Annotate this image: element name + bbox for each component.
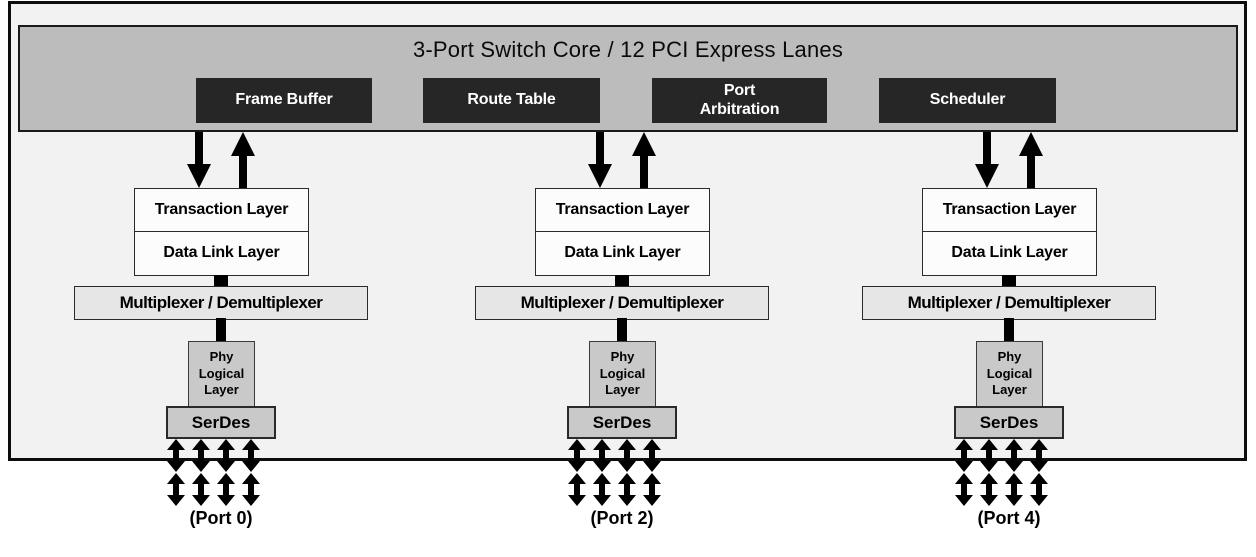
connector-stub (216, 318, 226, 343)
serdes-box: SerDes (166, 406, 276, 439)
layer-box: Transaction Layer Data Link Layer (134, 188, 309, 276)
lane-double-arrow-icon (217, 439, 235, 507)
lane-double-arrow-icon (955, 439, 973, 507)
up-arrow-icon (1019, 132, 1043, 188)
lane-double-arrow-icon (568, 439, 586, 507)
connector-stub (1002, 275, 1016, 288)
connector-stub (615, 275, 629, 288)
phy-logical-layer-box: Phy Logical Layer (589, 341, 656, 407)
phy-logical-layer-box: Phy Logical Layer (188, 341, 255, 407)
transaction-layer: Transaction Layer (923, 189, 1096, 232)
lane-double-arrow-icon (192, 439, 210, 507)
port-stack-0: Transaction Layer Data Link Layer Multip… (61, 132, 381, 557)
data-link-layer: Data Link Layer (564, 243, 681, 261)
core-block-label: Frame Buffer (235, 91, 333, 109)
connector-stub (214, 275, 228, 288)
lane-double-arrow-icon (1030, 439, 1048, 507)
layer-box: Transaction Layer Data Link Layer (922, 188, 1097, 276)
connector-stub (1004, 318, 1014, 343)
multiplexer-box: Multiplexer / Demultiplexer (475, 286, 769, 320)
port-stack-2: Transaction Layer Data Link Layer Multip… (849, 132, 1169, 557)
core-block-route-table: Route Table (423, 78, 600, 123)
lane-double-arrow-icon (643, 439, 661, 507)
lane-double-arrow-icon (618, 439, 636, 507)
phy-label: Phy Logical Layer (599, 348, 646, 398)
lane-double-arrow-icon (167, 439, 185, 507)
phy-logical-layer-box: Phy Logical Layer (976, 341, 1043, 407)
phy-label: Phy Logical Layer (198, 348, 245, 398)
transaction-layer: Transaction Layer (536, 189, 709, 232)
connector-stub (617, 318, 627, 343)
down-arrow-icon (588, 132, 612, 188)
down-arrow-icon (187, 132, 211, 188)
lane-double-arrow-icon (1005, 439, 1023, 507)
serdes-box: SerDes (567, 406, 677, 439)
serdes-box: SerDes (954, 406, 1064, 439)
switch-core-title: 3-Port Switch Core / 12 PCI Express Lane… (412, 37, 844, 62)
port-stack-1: Transaction Layer Data Link Layer Multip… (462, 132, 782, 557)
port-label: (Port 2) (590, 508, 654, 528)
lane-double-arrow-icon (242, 439, 260, 507)
up-arrow-icon (632, 132, 656, 188)
core-block-label: Scheduler (929, 91, 1006, 109)
down-arrow-icon (975, 132, 999, 188)
data-link-layer: Data Link Layer (951, 243, 1068, 261)
core-block-frame-buffer: Frame Buffer (196, 78, 372, 123)
core-block-label: Route Table (467, 91, 556, 109)
layer-box: Transaction Layer Data Link Layer (535, 188, 710, 276)
lane-double-arrow-icon (593, 439, 611, 507)
core-block-scheduler: Scheduler (879, 78, 1056, 123)
multiplexer-box: Multiplexer / Demultiplexer (74, 286, 368, 320)
lane-double-arrow-icon (980, 439, 998, 507)
up-arrow-icon (231, 132, 255, 188)
phy-label: Phy Logical Layer (986, 348, 1033, 398)
core-block-label: Port Arbitration (699, 82, 780, 118)
port-label: (Port 4) (977, 508, 1041, 528)
port-label: (Port 0) (189, 508, 253, 528)
data-link-layer: Data Link Layer (163, 243, 280, 261)
multiplexer-box: Multiplexer / Demultiplexer (862, 286, 1156, 320)
core-block-port-arbitration: Port Arbitration (652, 78, 827, 123)
transaction-layer: Transaction Layer (135, 189, 308, 232)
